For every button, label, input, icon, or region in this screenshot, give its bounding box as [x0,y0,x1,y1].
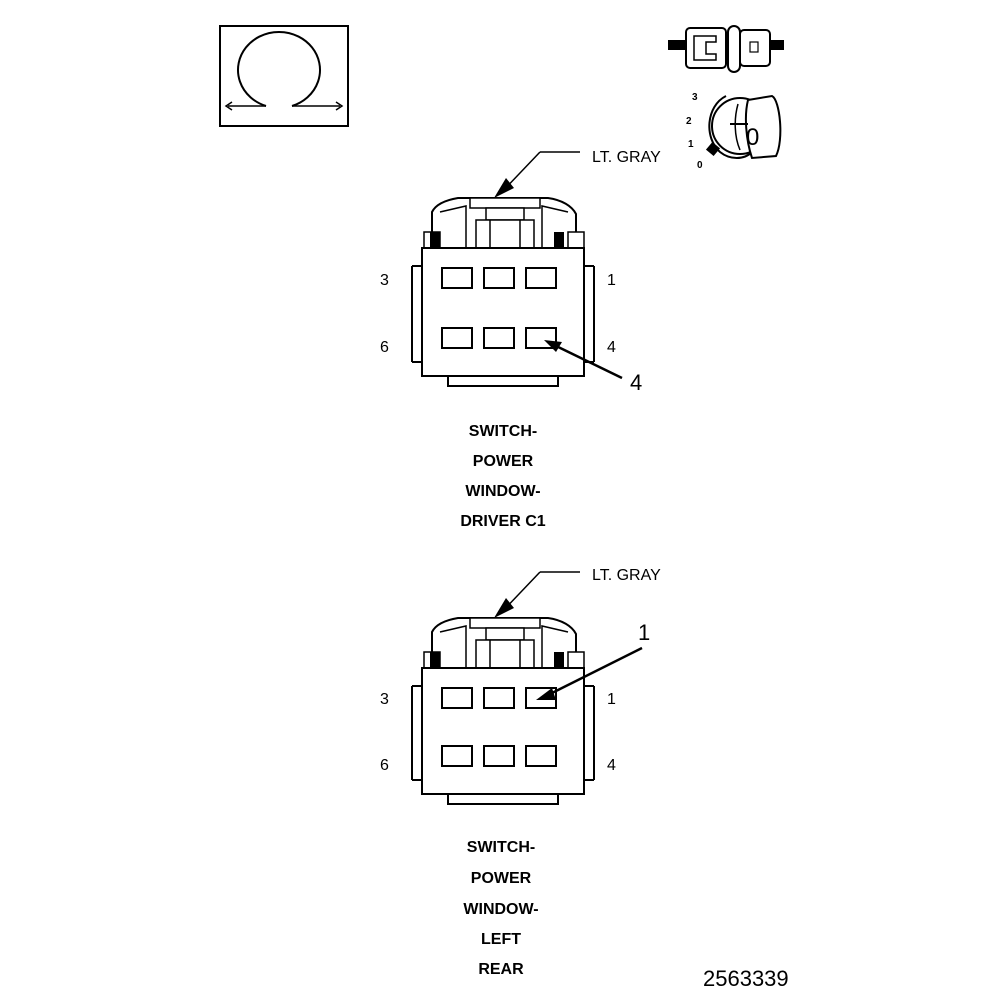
connector-1-title-line-4: DRIVER C1 [460,513,545,530]
connector-1-pin-1: 1 [607,272,616,289]
connector-2-title-line-3: WINDOW- [463,901,538,918]
connector-1-pin-3: 3 [380,272,389,289]
ignition-key-label: 0 [746,124,759,151]
connector-1-callout: 4 [630,370,642,395]
connector-1-pin-4: 4 [607,339,616,356]
connector-1-pin-6: 6 [380,339,389,356]
ignition-switch-icon: 3 2 1 0 0 [686,92,782,171]
connector-1: LT. GRAY 3 1 6 4 [380,149,661,530]
ignition-position-0: 0 [697,160,703,171]
connector-disconnect-icon [668,25,784,73]
ignition-position-3: 3 [692,92,698,103]
connector-2-title-line-4: LEFT [481,931,521,948]
connector-2-pin-4: 4 [607,757,616,774]
connector-2-color-label: LT. GRAY [592,567,661,584]
connector-2-pin-1: 1 [607,691,616,708]
ignition-position-1: 1 [688,139,694,150]
connector-2-title-line-5: REAR [478,961,524,978]
ohm-meter-icon [219,25,349,127]
connector-2-pin-3: 3 [380,691,389,708]
figure-id: 2563339 [703,966,789,991]
connector-1-title-line-3: WINDOW- [465,483,540,500]
connector-2-callout: 1 [638,620,650,645]
connector-1-color-label: LT. GRAY [592,149,661,166]
connector-2-title-line-2: POWER [471,870,532,887]
connector-2-title-line-1: SWITCH- [467,839,535,856]
connector-2-pin-6: 6 [380,757,389,774]
connector-1-title-line-1: SWITCH- [469,423,537,440]
connector-1-title-line-2: POWER [473,453,534,470]
ignition-position-2: 2 [686,116,692,127]
connector-2: LT. GRAY 3 1 6 4 [380,567,661,978]
